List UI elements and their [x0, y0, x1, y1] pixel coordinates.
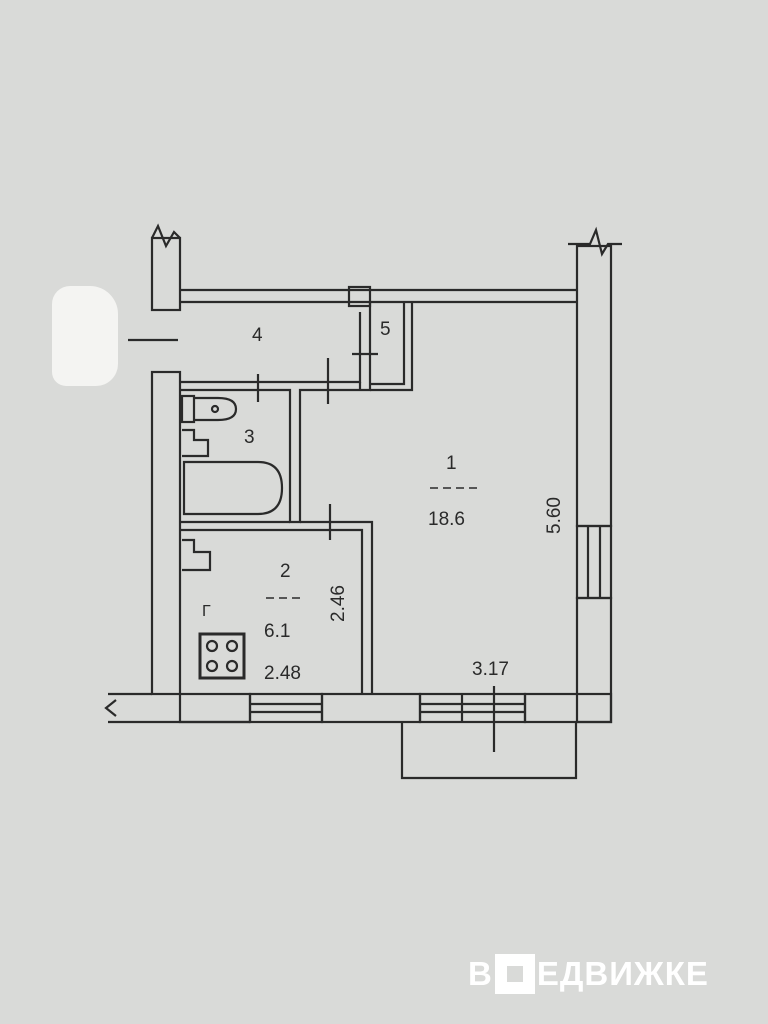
room-2-area: 6.1: [264, 621, 291, 642]
room-5-number: 5: [380, 319, 391, 340]
toilet-icon: [180, 394, 238, 424]
watermark-prefix: В: [468, 955, 493, 992]
corridor-partition: [180, 302, 378, 524]
room2-width-dimension: 2.48: [264, 663, 301, 684]
watermark-square-icon: [494, 954, 535, 994]
right-wall: [568, 226, 622, 724]
room-2-number: 2: [280, 561, 291, 582]
room-3-number: 3: [244, 427, 255, 448]
kitchen-sink-icon: [182, 538, 212, 572]
room-1-area: 18.6: [428, 509, 465, 530]
bottom-wall: [104, 692, 613, 724]
top-wall: [180, 285, 577, 308]
bathtub-icon: [182, 460, 284, 516]
room-1-number: 1: [446, 453, 457, 474]
room1-width-dimension: 3.17: [472, 659, 509, 680]
watermark-logo: В ЕДВИЖКЕ: [468, 952, 709, 996]
kitchen-partition: [180, 504, 374, 694]
balcony: [400, 686, 578, 780]
room1-height-dimension: 5.60: [543, 497, 565, 534]
redaction-blot: [52, 286, 118, 386]
room2-height-dimension: 2.46: [327, 585, 349, 622]
sink-icon: [182, 428, 210, 458]
stove-label: Г: [202, 603, 211, 620]
left-wall: [150, 223, 182, 696]
watermark-suffix: ЕДВИЖКЕ: [536, 955, 709, 992]
closet-5: [370, 302, 414, 392]
room-4-number: 4: [252, 325, 263, 346]
stove-icon: [198, 632, 246, 680]
